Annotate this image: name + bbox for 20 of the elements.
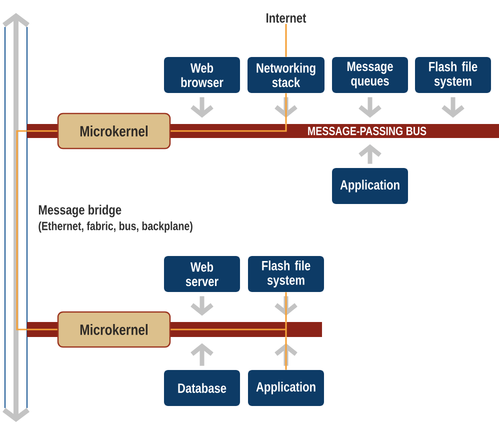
signal-line [285,292,287,322]
bridge-title: Message bridge [38,204,122,218]
service-box: Flash file system [248,256,324,292]
kernel-box: Microkernel [57,311,171,348]
signal-line [285,93,287,124]
service-box: Database [164,370,240,406]
service-box: Web server [164,256,240,292]
kernel-box: Microkernel [57,112,171,150]
signal-line [285,337,287,370]
service-box: Message queues [332,57,408,93]
service-box: Networking stack [248,57,324,93]
service-box: Web browser [164,57,240,93]
service-box: Application [248,370,324,406]
bus-label: MESSAGE-PASSING BUS [308,126,426,136]
service-box: Flash file system [415,57,491,93]
signal-line [16,130,27,330]
signal-line [285,24,287,57]
text-label: Internet [266,13,306,23]
service-box: Application [332,168,408,204]
bridge-note: (Ethernet, fabric, bus, backplane) [38,221,192,233]
